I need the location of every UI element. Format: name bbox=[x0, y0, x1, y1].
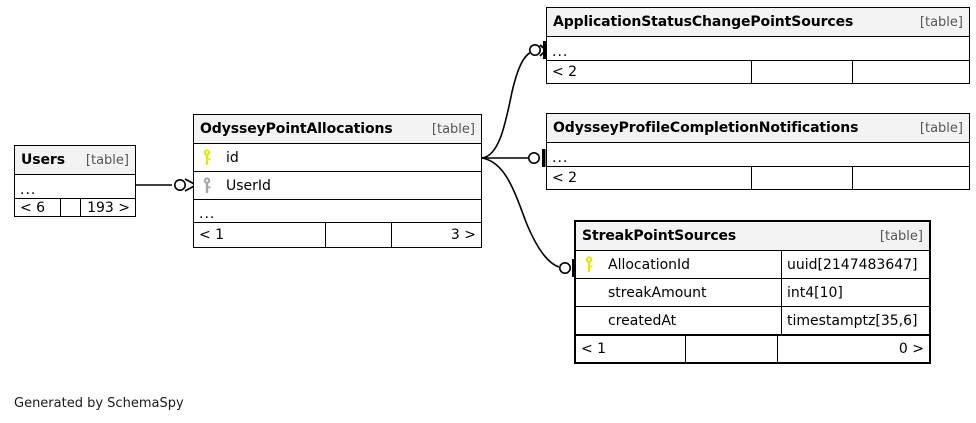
primary-key-icon bbox=[576, 256, 602, 273]
table-users-name: Users bbox=[21, 152, 65, 168]
column-name: id bbox=[226, 149, 239, 166]
table-streakpointsources-name: StreakPointSources bbox=[582, 228, 737, 244]
table-applicationstatuschangepointsources-row-ellipsis: ... bbox=[547, 37, 969, 60]
edge-opa-to-applicationstatuschange bbox=[481, 51, 532, 159]
footer-left: < 2 bbox=[547, 167, 752, 189]
table-applicationstatuschangepointsources-tag: [table] bbox=[919, 14, 963, 30]
column-name: streakAmount bbox=[608, 284, 707, 301]
footer-left: < 1 bbox=[194, 223, 326, 247]
table-applicationstatuschangepointsources[interactable]: ApplicationStatusChangePointSources [tab… bbox=[546, 7, 970, 84]
table-odysseyprofilecompletionnotifications-name: OdysseyProfileCompletionNotifications bbox=[553, 120, 859, 136]
table-users-row-ellipsis: ... bbox=[15, 175, 135, 198]
footer-mid bbox=[326, 223, 392, 247]
footer-right bbox=[853, 61, 969, 83]
table-odysseypointallocations-name: OdysseyPointAllocations bbox=[200, 121, 393, 137]
table-row: createdAt timestamptz[35,6] bbox=[576, 307, 929, 335]
table-odysseyprofilecompletionnotifications-footer: < 2 bbox=[547, 166, 969, 189]
table-streakpointsources-footer: < 1 0 > bbox=[576, 335, 929, 362]
generated-by-caption: Generated by SchemaSpy bbox=[14, 396, 184, 411]
column-type: timestamptz[35,6] bbox=[781, 307, 929, 334]
column-name: AllocationId bbox=[608, 256, 691, 273]
table-users-tag: [table] bbox=[85, 152, 129, 168]
table-odysseypointallocations-row-ellipsis: ... bbox=[194, 200, 481, 222]
footer-left: < 1 bbox=[576, 336, 686, 362]
table-users-footer-left: < 6 bbox=[15, 199, 61, 216]
column-name: createdAt bbox=[608, 312, 677, 329]
footer-left: < 2 bbox=[547, 61, 752, 83]
table-streakpointsources[interactable]: StreakPointSources [table] AllocationId … bbox=[574, 220, 931, 364]
table-odysseypointallocations-header: OdysseyPointAllocations [table] bbox=[194, 115, 481, 144]
column-type: int4[10] bbox=[781, 279, 929, 306]
footer-mid bbox=[686, 336, 778, 362]
footer-right bbox=[853, 167, 969, 189]
table-row: id bbox=[194, 144, 481, 172]
table-users-header: Users [table] bbox=[15, 146, 135, 175]
table-users-footer-mid bbox=[61, 199, 81, 216]
table-odysseypointallocations[interactable]: OdysseyPointAllocations [table] id bbox=[193, 114, 482, 248]
table-users-footer-right: 193 > bbox=[87, 199, 130, 216]
table-odysseyprofilecompletionnotifications-tag: [table] bbox=[919, 120, 963, 136]
column-type: uuid[2147483647] bbox=[781, 251, 929, 278]
footer-right: 3 > bbox=[450, 227, 476, 243]
table-users[interactable]: Users [table] ... < 6 193 > bbox=[14, 145, 136, 217]
table-odysseyprofilecompletionnotifications[interactable]: OdysseyProfileCompletionNotifications [t… bbox=[546, 113, 970, 190]
table-streakpointsources-tag: [table] bbox=[879, 228, 923, 244]
table-row: streakAmount int4[10] bbox=[576, 279, 929, 307]
table-odysseypointallocations-tag: [table] bbox=[431, 121, 475, 137]
footer-mid bbox=[752, 167, 853, 189]
table-odysseyprofilecompletionnotifications-header: OdysseyProfileCompletionNotifications [t… bbox=[547, 114, 969, 143]
table-streakpointsources-header: StreakPointSources [table] bbox=[576, 222, 929, 251]
foreign-key-icon bbox=[194, 177, 220, 194]
footer-mid bbox=[752, 61, 853, 83]
table-applicationstatuschangepointsources-name: ApplicationStatusChangePointSources bbox=[553, 14, 854, 30]
table-odysseyprofilecompletionnotifications-row-ellipsis: ... bbox=[547, 143, 969, 166]
table-odysseypointallocations-footer: < 1 3 > bbox=[194, 222, 481, 247]
table-row: UserId bbox=[194, 172, 481, 200]
table-row: AllocationId uuid[2147483647] bbox=[576, 251, 929, 279]
table-applicationstatuschangepointsources-footer: < 2 bbox=[547, 60, 969, 83]
primary-key-icon bbox=[194, 149, 220, 166]
table-users-footer: < 6 193 > bbox=[15, 198, 135, 216]
footer-right: 0 > bbox=[898, 341, 924, 357]
column-name: UserId bbox=[226, 177, 271, 194]
table-applicationstatuschangepointsources-header: ApplicationStatusChangePointSources [tab… bbox=[547, 8, 969, 37]
